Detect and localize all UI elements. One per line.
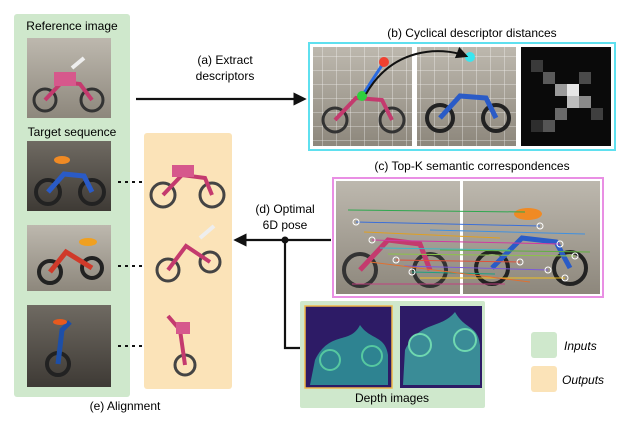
aligned-output-3 (166, 314, 197, 377)
target-frame-1 (27, 141, 111, 211)
extract-label-line1: (a) Extract (197, 53, 253, 67)
depth-image-2 (400, 306, 482, 388)
pose-label-line2: 6D pose (263, 218, 308, 232)
outputs-panel (144, 133, 232, 389)
cyclical-target-image (417, 47, 516, 146)
depth-images-label: Depth images (355, 391, 429, 405)
aligned-output-1 (149, 165, 226, 209)
legend: Inputs Outputs (531, 332, 604, 392)
target-frame-3 (27, 305, 111, 387)
legend-outputs-swatch (531, 366, 557, 392)
legend-outputs-label: Outputs (562, 373, 604, 387)
target-frame-2 (27, 225, 111, 291)
depth-image-1 (304, 305, 393, 389)
distance-heatmap (521, 47, 611, 146)
cyclical-label: (b) Cyclical descriptor distances (387, 26, 556, 40)
extract-label-line2: descriptors (196, 69, 255, 83)
aligned-output-2 (155, 224, 222, 283)
cyclical-frame (308, 42, 616, 151)
pose-label-line1: (d) Optimal (255, 202, 314, 216)
reference-image (27, 38, 111, 118)
reference-image-label: Reference image (26, 19, 118, 33)
legend-inputs-label: Inputs (564, 339, 597, 353)
legend-inputs-swatch (531, 332, 557, 358)
cyclical-arrow (365, 46, 469, 95)
alignment-label: (e) Alignment (90, 399, 161, 413)
depth-connector (283, 240, 305, 350)
target-sequence-label: Target sequence (28, 125, 117, 139)
topk-images (336, 181, 600, 294)
topk-label: (c) Top-K semantic correspondences (374, 159, 569, 173)
correspondence-lines (347, 209, 591, 285)
keypoints (352, 218, 579, 282)
topk-frame (332, 177, 604, 298)
